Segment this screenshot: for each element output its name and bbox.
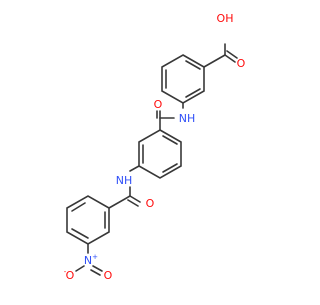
nitro-oxygen-left-charge: - [64, 268, 67, 276]
amide-oxygen-top-label: O [154, 98, 163, 111]
atom-label-layer: OH O NH O NH O N + O - O [64, 12, 246, 282]
amide-nh-mid-label: NH [116, 174, 133, 187]
molecule-structure: OH O NH O NH O N + O - O [64, 12, 246, 282]
carboxyl-co-double [224, 50, 238, 63]
hydroxyl-label: OH [217, 12, 234, 25]
nitro-nitrogen-label: N [84, 254, 92, 267]
amide-bottom-co-double [127, 195, 141, 207]
nitro-nitrogen-charge: + [92, 253, 98, 261]
nitro-oxygen-right-label: O [104, 269, 113, 282]
carbonyl-to-ring-c-bond [108, 195, 131, 209]
ring-b-bonds [138, 129, 182, 179]
ring-c-double-bonds [71, 202, 106, 239]
bond-layer [66, 43, 238, 276]
structure-canvas: OH O NH O NH O N + O - O [64, 12, 246, 282]
ring-b-double-bonds [142, 135, 178, 173]
ring-a-double-bonds [165, 60, 201, 98]
nitro-oxygen-left-label: O [66, 269, 75, 282]
nitro-n-o-right-double [90, 265, 103, 276]
carboxyl-c-bond [203, 54, 226, 68]
ring-a-bonds [161, 54, 205, 104]
ring-b-to-nh-bond [129, 165, 140, 172]
ring-c-bonds [66, 195, 110, 245]
amide-top-co-double [156, 110, 161, 119]
amide-oxygen-bottom-label: O [146, 197, 155, 210]
acid-oxygen-label: O [237, 57, 246, 70]
amide-nh-top-label: NH [179, 112, 196, 125]
nitro-n-o-left-bond [75, 265, 85, 272]
